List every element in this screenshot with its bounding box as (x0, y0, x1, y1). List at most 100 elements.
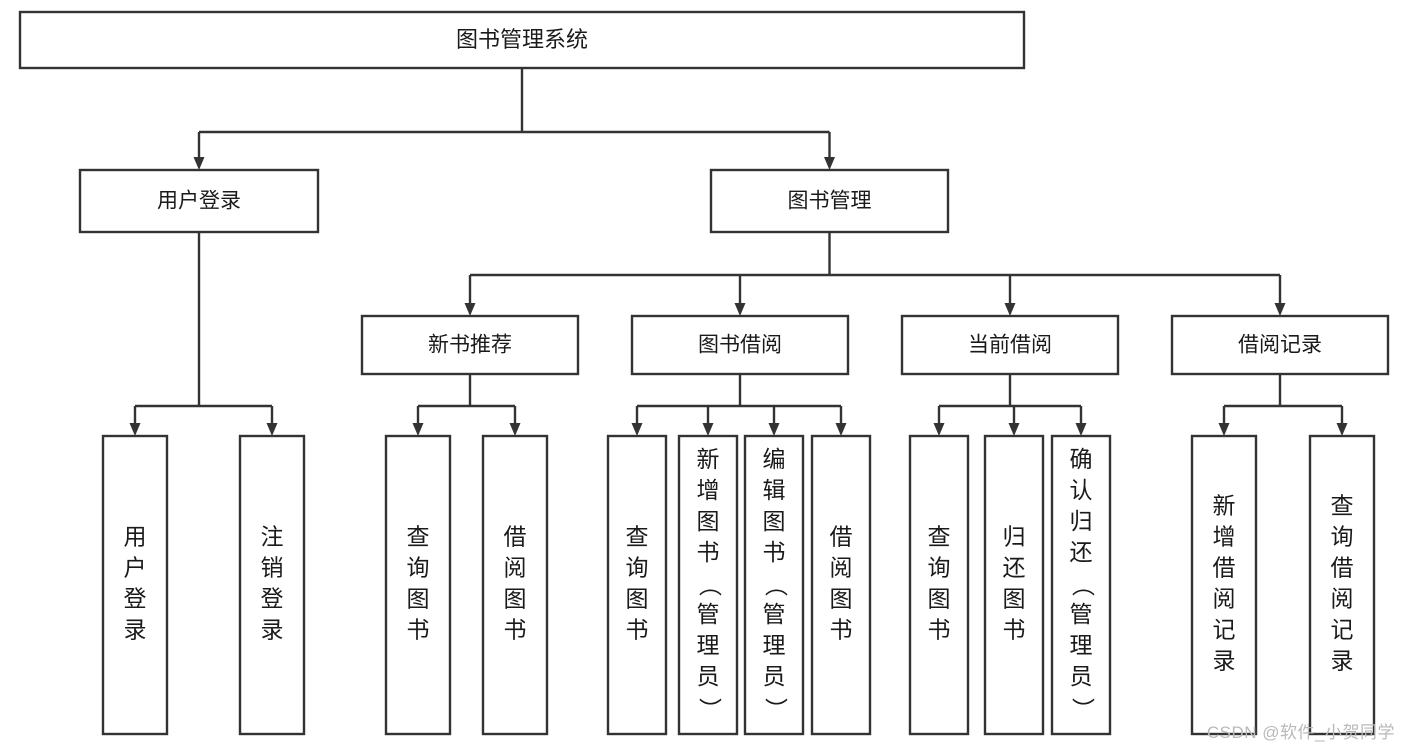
svg-text:阅: 阅 (1331, 586, 1354, 612)
svg-text:登: 登 (124, 586, 147, 612)
svg-text:查: 查 (1331, 493, 1354, 519)
node-leaf-box-1[interactable] (238, 434, 306, 736)
svg-text:用: 用 (124, 524, 147, 550)
svg-text:询: 询 (626, 555, 649, 581)
svg-text:员: 员 (763, 663, 786, 689)
svg-text:归: 归 (1003, 524, 1026, 550)
svg-text:）: ） (763, 698, 789, 721)
svg-text:录: 录 (261, 617, 284, 643)
svg-text:还: 还 (1003, 555, 1026, 581)
svg-text:理: 理 (1070, 632, 1093, 658)
node-leaf-box-2[interactable] (384, 434, 452, 736)
node-level3-box-3[interactable] (1170, 314, 1390, 376)
svg-text:借: 借 (830, 524, 853, 550)
svg-text:借: 借 (504, 524, 527, 550)
arrow-head-icon (824, 157, 835, 170)
svg-text:图: 图 (407, 586, 430, 612)
node-root-box[interactable] (18, 10, 1026, 70)
node-level3-label-1: 图书借阅 (698, 334, 782, 357)
arrow-head-icon (1218, 423, 1230, 436)
arrow-head-icon (412, 423, 424, 436)
node-leaf-box-8[interactable] (908, 434, 970, 736)
node-leaf-box-10[interactable] (1050, 434, 1112, 736)
arrow-head-icon (631, 423, 643, 436)
node-leaf-box-3[interactable] (481, 434, 549, 736)
svg-text:员: 员 (1070, 663, 1093, 689)
svg-text:（: （ (1070, 574, 1096, 597)
svg-text:理: 理 (697, 632, 720, 658)
node-leaf-box-6[interactable] (743, 434, 805, 736)
svg-text:书: 书 (697, 539, 720, 565)
svg-text:记: 记 (1213, 617, 1236, 643)
svg-text:管: 管 (763, 601, 786, 627)
svg-text:询: 询 (1331, 524, 1354, 550)
svg-text:管: 管 (1070, 601, 1093, 627)
svg-text:户: 户 (124, 555, 147, 581)
svg-text:销: 销 (261, 555, 284, 581)
svg-text:书: 书 (1003, 617, 1026, 643)
svg-text:书: 书 (504, 617, 527, 643)
svg-text:图: 图 (763, 508, 786, 534)
node-level3-label-0: 新书推荐 (428, 334, 512, 357)
svg-text:书: 书 (763, 539, 786, 565)
arrow-head-icon (768, 423, 780, 436)
svg-text:录: 录 (1213, 648, 1236, 674)
svg-text:书: 书 (928, 617, 951, 643)
svg-text:查: 查 (407, 524, 430, 550)
svg-text:记: 记 (1331, 617, 1354, 643)
node-level2-box-0[interactable] (78, 168, 320, 234)
node-level3-box-2[interactable] (900, 314, 1120, 376)
svg-text:图: 图 (697, 508, 720, 534)
node-leaf-box-0[interactable] (101, 434, 169, 736)
svg-text:（: （ (763, 574, 789, 597)
node-level2-label-1: 图书管理 (788, 190, 872, 213)
node-level3-box-0[interactable] (360, 314, 580, 376)
svg-text:）: ） (1070, 698, 1096, 721)
svg-text:阅: 阅 (504, 555, 527, 581)
svg-text:编: 编 (763, 446, 786, 472)
arrow-head-icon (266, 423, 278, 436)
svg-text:管: 管 (697, 601, 720, 627)
node-level3-label-3: 借阅记录 (1238, 334, 1322, 357)
node-level3-box-1[interactable] (630, 314, 850, 376)
node-level2-box-1[interactable] (709, 168, 950, 234)
node-leaf-box-4[interactable] (606, 434, 668, 736)
arrow-head-icon (1075, 423, 1087, 436)
node-leaf-box-12[interactable] (1308, 434, 1376, 736)
svg-text:图: 图 (830, 586, 853, 612)
svg-text:书: 书 (830, 617, 853, 643)
node-leaf-box-9[interactable] (983, 434, 1045, 736)
arrow-head-icon (1008, 423, 1020, 436)
svg-text:借: 借 (1331, 555, 1354, 581)
node-leaf-box-11[interactable] (1190, 434, 1258, 736)
svg-text:（: （ (697, 574, 723, 597)
arrow-head-icon (933, 423, 945, 436)
svg-text:询: 询 (407, 555, 430, 581)
svg-text:借: 借 (1213, 555, 1236, 581)
node-leaf-box-5[interactable] (677, 434, 739, 736)
svg-text:录: 录 (1331, 648, 1354, 674)
node-level2-label-0: 用户登录 (157, 190, 241, 213)
node-leaf-box-7[interactable] (810, 434, 872, 736)
arrow-head-icon (129, 423, 141, 436)
svg-text:辑: 辑 (763, 477, 786, 503)
svg-text:询: 询 (928, 555, 951, 581)
svg-text:书: 书 (626, 617, 649, 643)
svg-text:图: 图 (626, 586, 649, 612)
svg-text:归: 归 (1070, 508, 1093, 534)
arrow-head-icon (702, 423, 714, 436)
svg-text:）: ） (697, 698, 723, 721)
svg-text:图: 图 (1003, 586, 1026, 612)
svg-text:注: 注 (261, 524, 284, 550)
